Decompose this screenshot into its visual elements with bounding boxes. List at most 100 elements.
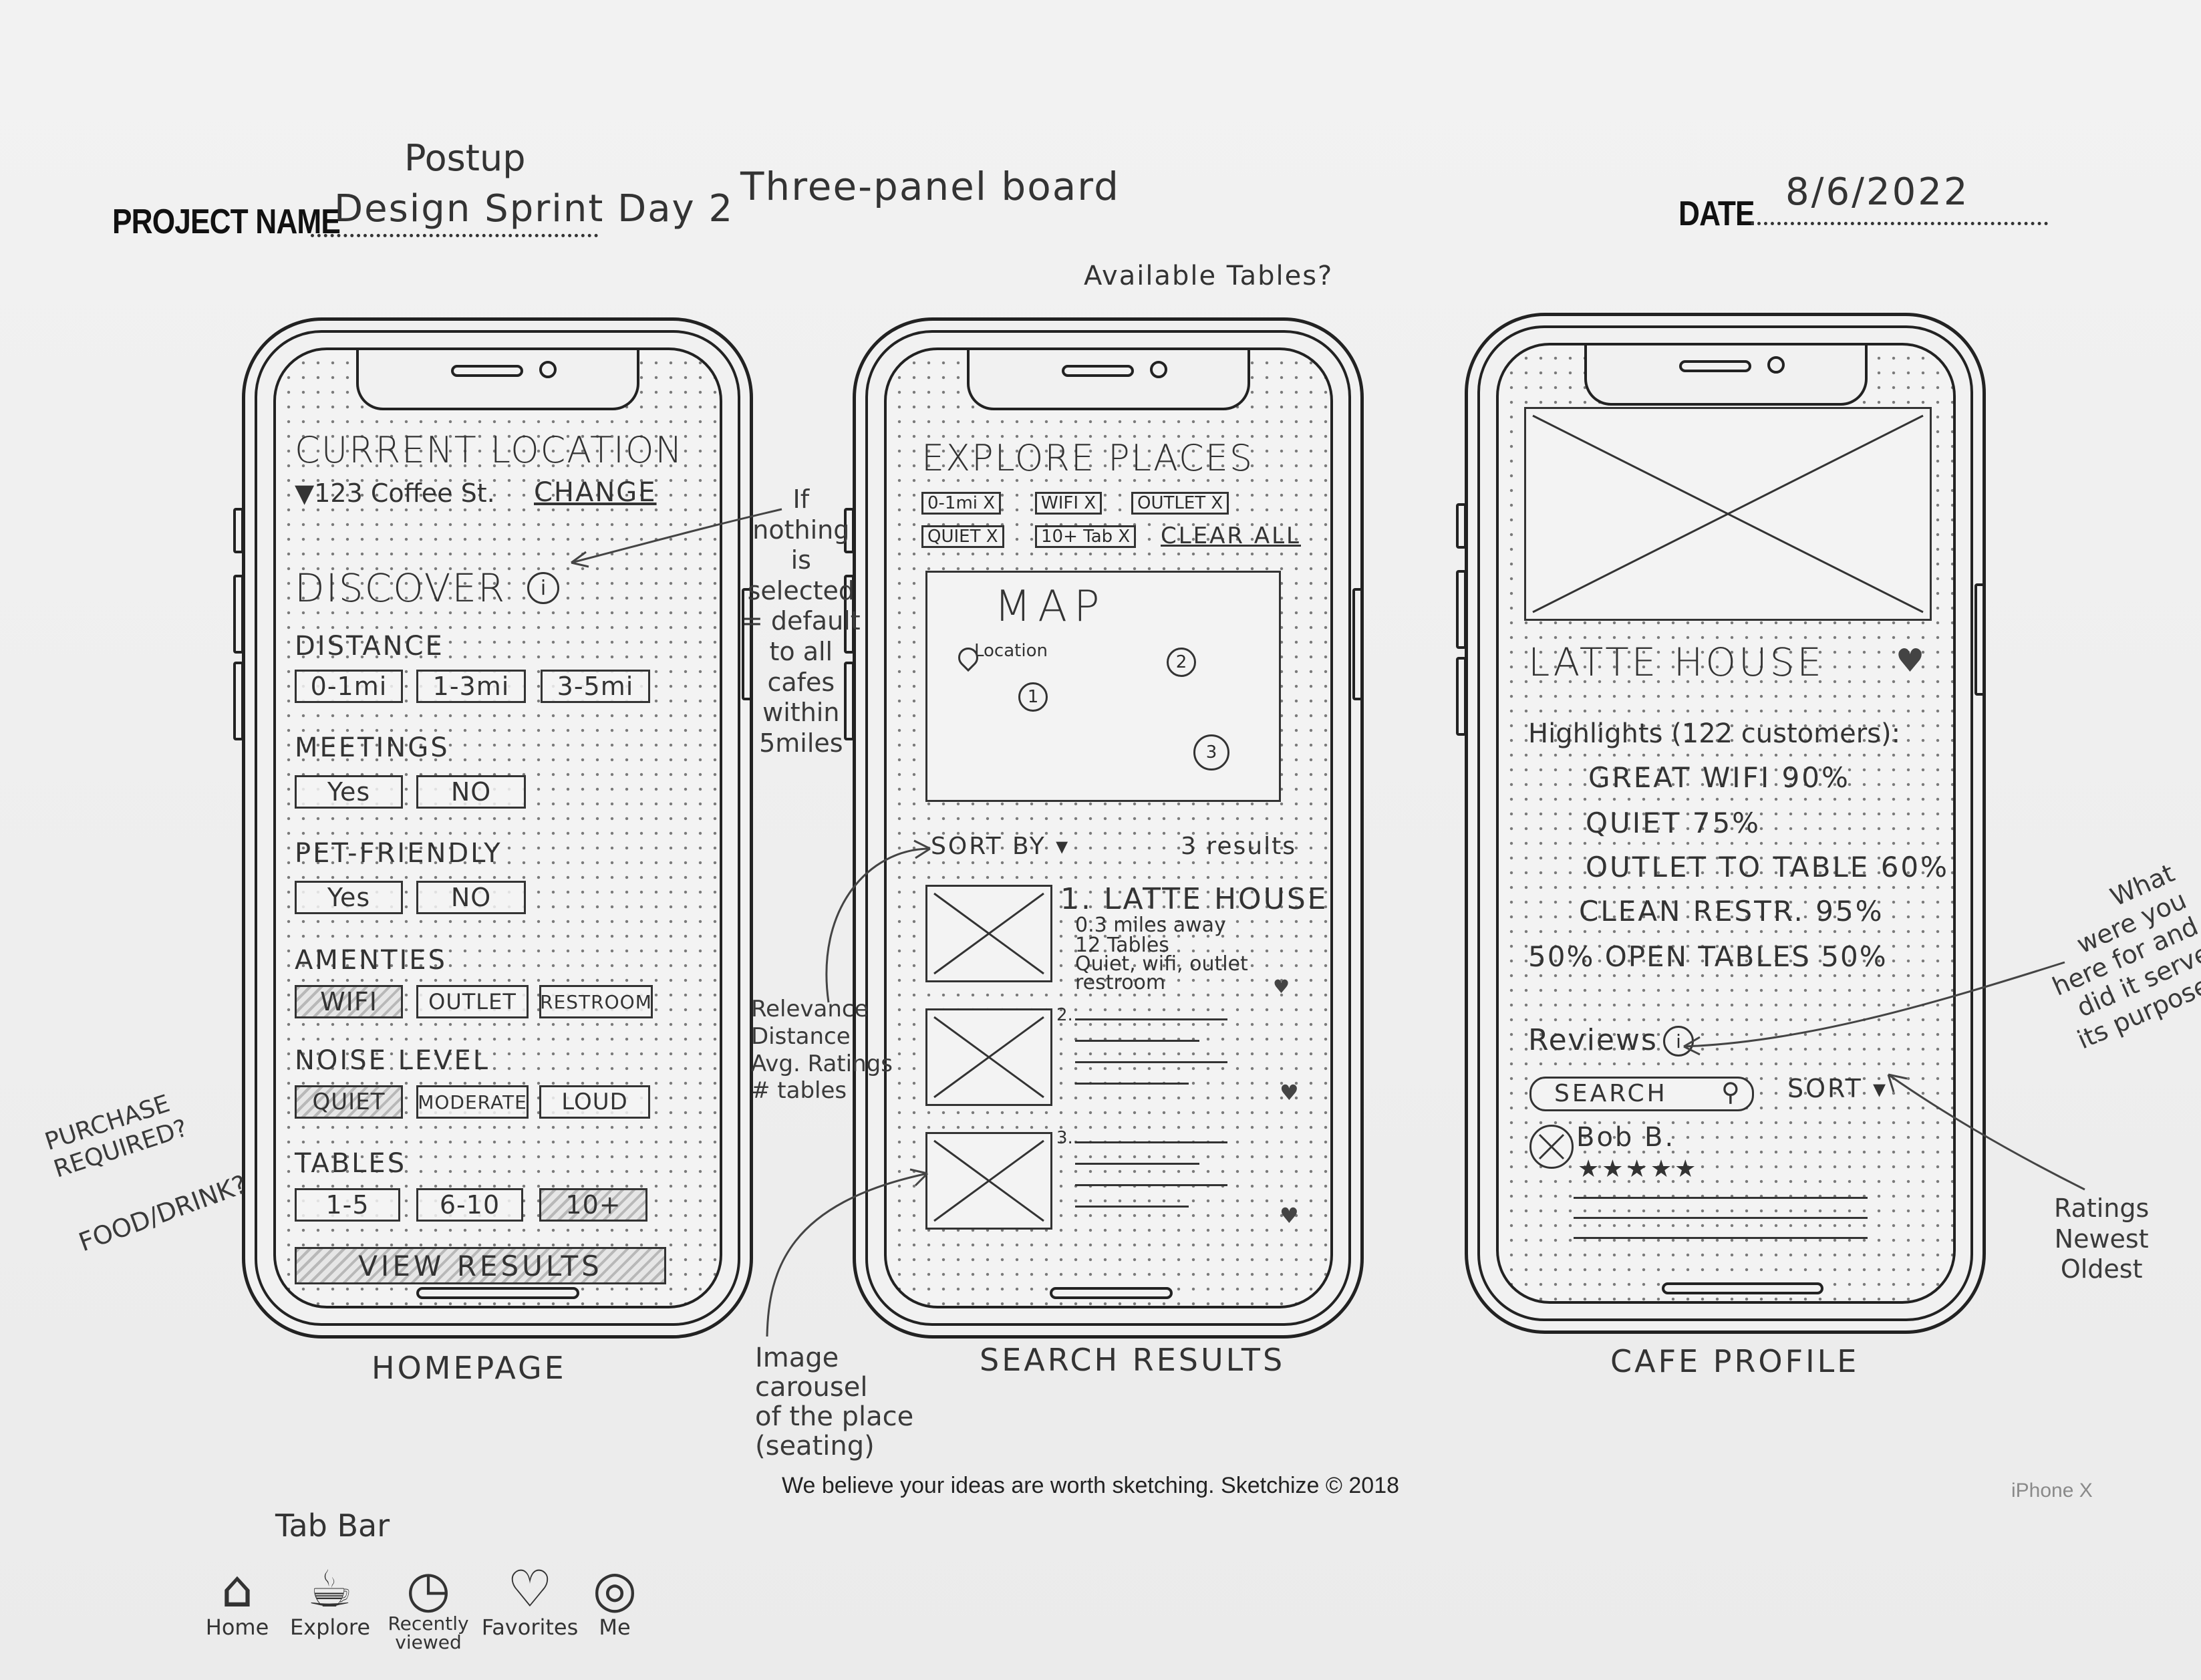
- meetings-yes-chip[interactable]: Yes: [295, 775, 403, 809]
- filter-chip-tables[interactable]: 10+ Tab X: [1035, 525, 1137, 548]
- view-results-button[interactable]: VIEW RESULTS: [295, 1247, 666, 1284]
- explore-places-heading: EXPLORE PLACES: [921, 437, 1254, 479]
- result-1-distance: 0.3 miles away: [1075, 914, 1226, 937]
- result-2-favorite-heart-icon[interactable]: ♥: [1280, 1080, 1299, 1105]
- distance-0-1mi-chip[interactable]: 0-1mi: [295, 670, 403, 703]
- noise-level-label: NOISE LEVEL: [295, 1045, 490, 1076]
- cafe-profile-caption: CAFE PROFILE: [1610, 1343, 1860, 1379]
- filter-chip-quiet[interactable]: QUIET X: [921, 525, 1004, 548]
- result-3-line: [1075, 1163, 1199, 1165]
- result-2-number: 2.: [1056, 1005, 1073, 1025]
- tables-1-5-chip[interactable]: 1-5: [295, 1188, 400, 1222]
- filter-chip-outlet[interactable]: OUTLET X: [1131, 492, 1229, 515]
- homepage-caption: HOMEPAGE: [372, 1350, 567, 1386]
- tab-home[interactable]: ⌂ Home: [200, 1559, 274, 1641]
- project-name-top: Postup: [404, 137, 526, 179]
- meetings-label: MEETINGS: [295, 732, 450, 763]
- home-icon: ⌂: [221, 1559, 254, 1619]
- board-title: Three-panel board: [740, 164, 1120, 209]
- tables-6-10-chip[interactable]: 6-10: [416, 1188, 523, 1222]
- sort-by-dropdown[interactable]: SORT BY ▾: [931, 833, 1070, 860]
- nothing-selected-note: If nothing is selected = default to all …: [742, 484, 861, 758]
- amenity-wifi-chip[interactable]: WIFI: [295, 985, 403, 1018]
- project-name-label: PROJECT NAME: [112, 202, 341, 241]
- change-location-link[interactable]: CHANGE: [534, 477, 657, 508]
- discover-info-icon[interactable]: i: [527, 572, 559, 604]
- tab-me[interactable]: ◎ Me: [581, 1564, 648, 1641]
- result-3-line: [1075, 1206, 1189, 1208]
- pet-no-chip[interactable]: NO: [416, 881, 526, 914]
- review-search-field[interactable]: SEARCH ⚲: [1529, 1077, 1754, 1111]
- phone-frame-homepage: CURRENT LOCATION ▼123 Coffee St. CHANGE …: [233, 317, 753, 1339]
- coffee-cup-icon: ☕: [307, 1559, 353, 1619]
- results-count: 3 results: [1181, 833, 1296, 860]
- result-2-line: [1075, 1018, 1227, 1020]
- result-1-image[interactable]: [925, 885, 1052, 982]
- result-2-line: [1075, 1083, 1189, 1085]
- amenity-outlet-chip[interactable]: OUTLET: [416, 985, 529, 1018]
- filter-chip-wifi[interactable]: WIFI X: [1035, 492, 1103, 515]
- history-icon: ◷: [406, 1559, 451, 1619]
- heart-icon: ♡: [506, 1559, 553, 1619]
- current-address: ▼123 Coffee St.: [295, 478, 495, 508]
- clear-all-link[interactable]: CLEAR ALL: [1161, 523, 1301, 549]
- food-drink-note: FOOD/DRINK?: [75, 1169, 251, 1258]
- current-location-heading: CURRENT LOCATION: [295, 429, 684, 471]
- tab-recently-viewed[interactable]: ◷ Recently viewed: [385, 1564, 472, 1652]
- result-3-favorite-heart-icon[interactable]: ♥: [1280, 1203, 1299, 1228]
- tab-bar-title: Tab Bar: [275, 1508, 390, 1544]
- tables-label: TABLES: [295, 1148, 407, 1179]
- cafe-hero-image[interactable]: [1524, 407, 1932, 621]
- tab-favorites[interactable]: ♡ Favorites: [480, 1559, 580, 1641]
- review-text-line: [1574, 1237, 1868, 1239]
- result-2-line: [1075, 1061, 1227, 1063]
- tables-10plus-chip[interactable]: 10+: [539, 1188, 647, 1222]
- filter-chip-distance[interactable]: 0-1mi X: [921, 492, 1002, 515]
- amenity-restroom-chip[interactable]: RESTROOM: [539, 985, 653, 1018]
- stat-open-tables: 50% OPEN TABLES 50%: [1528, 940, 1888, 973]
- tab-explore[interactable]: ☕ Explore: [283, 1559, 377, 1641]
- noise-loud-chip[interactable]: LOUD: [539, 1085, 650, 1119]
- distance-1-3mi-chip[interactable]: 1-3mi: [416, 670, 526, 703]
- distance-label: DISTANCE: [295, 631, 444, 662]
- review-text-line: [1574, 1197, 1868, 1199]
- search-screen: EXPLORE PLACES 0-1mi X WIFI X OUTLET X Q…: [884, 347, 1333, 1308]
- result-1-amenities-cont: restroom: [1075, 971, 1166, 994]
- search-results-caption: SEARCH RESULTS: [980, 1342, 1286, 1378]
- stat-outlet-to-table: OUTLET TO TABLE 60%: [1586, 851, 1950, 883]
- map-pin-3[interactable]: 3: [1193, 734, 1229, 771]
- cafe-name: LATTE HOUSE: [1528, 640, 1824, 685]
- reviews-info-icon[interactable]: i: [1663, 1026, 1694, 1057]
- map-view[interactable]: MAP Location 1 2 3: [925, 571, 1281, 802]
- result-1-title[interactable]: 1. LATTE HOUSE: [1060, 882, 1328, 916]
- project-name-value: Design Sprint Day 2: [334, 187, 734, 231]
- phone-frame-cafe: LATTE HOUSE ♥ Highlights (122 customers)…: [1456, 313, 1986, 1334]
- map-pin-1[interactable]: 1: [1018, 682, 1048, 712]
- favorite-heart-icon[interactable]: ♥: [1896, 642, 1925, 680]
- home-indicator: [1662, 1282, 1823, 1294]
- location-label: Location: [974, 641, 1048, 661]
- highlights-heading: Highlights (122 customers):: [1528, 718, 1901, 749]
- pet-yes-chip[interactable]: Yes: [295, 881, 403, 914]
- footer-device: iPhone X: [2011, 1480, 2093, 1502]
- review-text-line: [1574, 1217, 1868, 1219]
- result-3-image[interactable]: [925, 1132, 1052, 1230]
- review-sort-options-note: Ratings Newest Oldest: [2054, 1194, 2150, 1284]
- review-sort-dropdown[interactable]: SORT ▾: [1787, 1074, 1888, 1103]
- amenities-label: AMENTIES: [295, 945, 447, 976]
- map-label: MAP: [994, 582, 1107, 632]
- result-2-line: [1075, 1040, 1199, 1042]
- noise-moderate-chip[interactable]: MODERATE: [416, 1085, 529, 1119]
- noise-quiet-chip[interactable]: QUIET: [295, 1085, 403, 1119]
- result-3-line: [1075, 1184, 1227, 1186]
- distance-3-5mi-chip[interactable]: 3-5mi: [541, 670, 650, 703]
- reviews-heading: Reviews: [1528, 1023, 1658, 1057]
- result-2-image[interactable]: [925, 1008, 1052, 1106]
- result-1-favorite-heart-icon[interactable]: ♥: [1273, 976, 1290, 998]
- phone-frame-search: EXPLORE PLACES 0-1mi X WIFI X OUTLET X Q…: [844, 317, 1364, 1339]
- reviewer-avatar: [1529, 1125, 1574, 1169]
- review-search-placeholder: SEARCH: [1554, 1080, 1668, 1107]
- map-pin-2[interactable]: 2: [1167, 648, 1196, 677]
- meetings-no-chip[interactable]: NO: [416, 775, 526, 809]
